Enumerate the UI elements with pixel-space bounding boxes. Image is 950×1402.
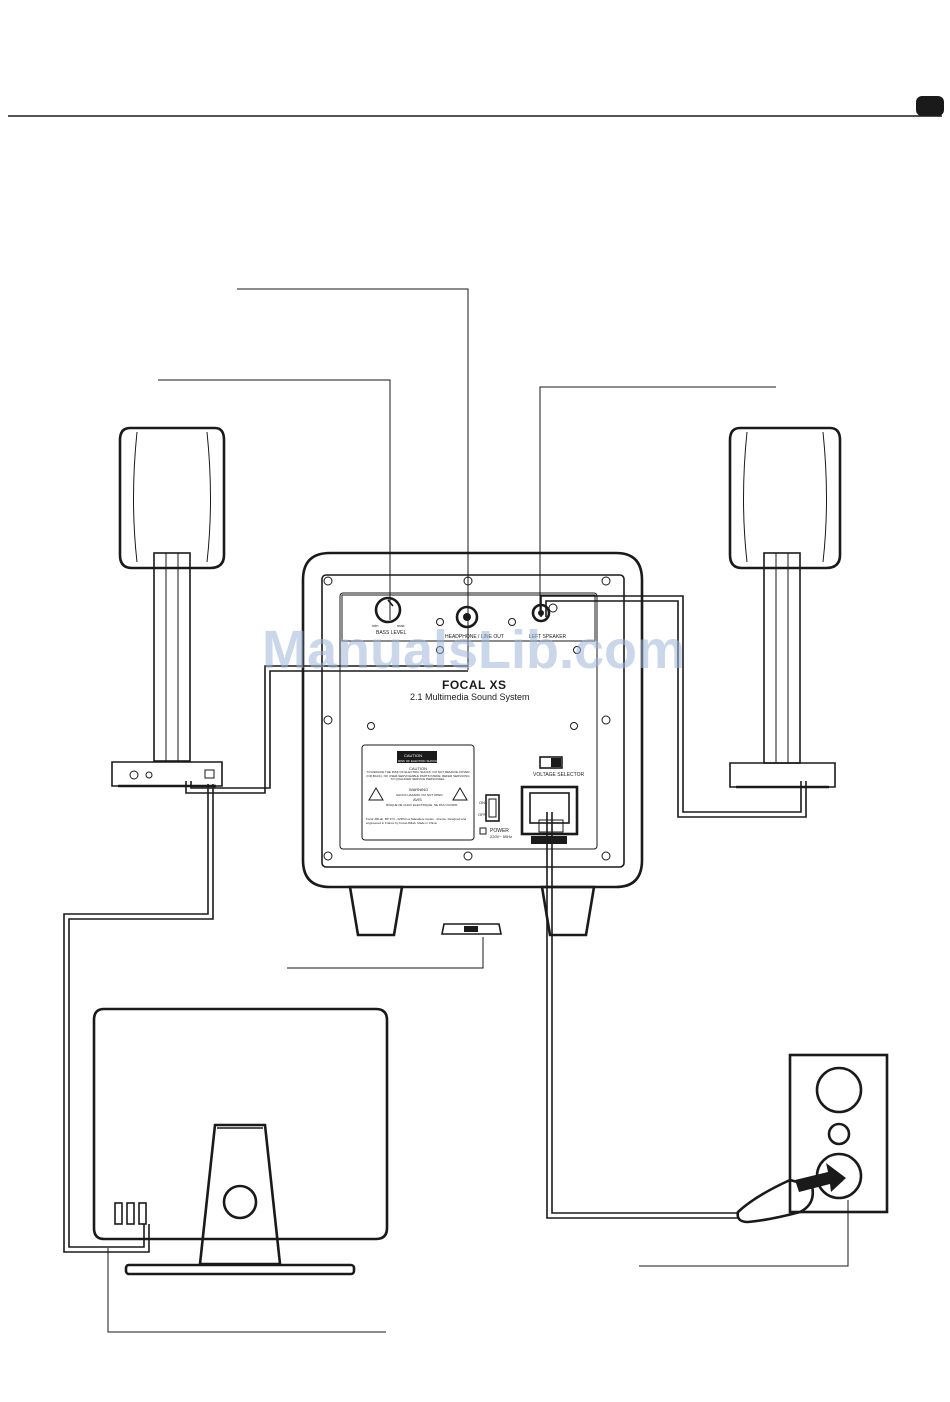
shock-hazard-icon xyxy=(368,787,384,801)
brand-title: FOCAL XS xyxy=(442,678,506,692)
cables xyxy=(63,595,807,1253)
caution-heading: CAUTION xyxy=(409,766,427,771)
subwoofer: BASS LEVEL min max HEADPHONE / LINE OUT … xyxy=(301,551,644,937)
caution-label-plate xyxy=(361,744,475,841)
callout-computer-line xyxy=(107,1248,386,1333)
avis-text: RISQUE DE CHOC ELECTRIQUE. NE PAS OUVRIR… xyxy=(386,803,458,807)
page-tab xyxy=(916,96,944,116)
power-plug xyxy=(736,1178,815,1224)
voltage-selector-switch[interactable] xyxy=(539,756,563,769)
power-on-label: ON xyxy=(479,800,485,805)
left-speaker-jack-icon xyxy=(129,770,139,780)
power-label: POWER xyxy=(490,828,509,834)
caution-text: TO REDUCE THE RISK OF ELECTRIC SHOCK, DO… xyxy=(366,771,470,782)
power-switch[interactable] xyxy=(485,794,500,822)
subwoofer-foot-right xyxy=(540,885,596,937)
bass-level-knob[interactable] xyxy=(374,596,402,624)
power-off-label: OFF xyxy=(478,812,487,817)
power-socket[interactable] xyxy=(520,785,579,836)
computer-monitor xyxy=(92,1007,389,1276)
caution-title: CAUTION xyxy=(404,753,422,758)
caution-sub: RISK OF ELECTRIC SHOCK DO NOT OPEN xyxy=(398,759,459,763)
maker-text: Focal JMLab. BP 374 - 42353 La Talaudièr… xyxy=(366,818,467,825)
wall-outlet xyxy=(788,1053,889,1214)
warning-text: SHOCK HAZARD. DO NOT OPEN. xyxy=(396,793,443,797)
callout-headphone-line xyxy=(237,288,469,670)
watermark: ManualsLib.com xyxy=(262,620,685,680)
right-satellite-speaker xyxy=(728,426,842,789)
brand-subtitle: 2.1 Multimedia Sound System xyxy=(410,692,530,702)
control-panel xyxy=(341,594,596,642)
headphone-jack[interactable] xyxy=(455,605,479,629)
monitor-stand-hole xyxy=(222,1184,258,1220)
subwoofer-foot-left xyxy=(348,885,404,937)
left-speaker-label: LEFT SPEAKER xyxy=(529,634,567,640)
warning-title: WARNING xyxy=(409,787,428,792)
left-satellite-speaker xyxy=(111,426,226,788)
attention-icon xyxy=(452,787,468,801)
remote-volume-control[interactable] xyxy=(441,923,502,935)
computer-ports xyxy=(114,1202,147,1225)
bass-min-label: min xyxy=(372,623,378,628)
callout-remote-line xyxy=(287,937,484,969)
headphone-label: HEADPHONE / LINE OUT xyxy=(445,634,504,640)
power-spec: 220V~ 50Hz xyxy=(490,834,512,839)
voltage-selector-label: VOLTAGE SELECTOR xyxy=(533,772,585,778)
avis-title: AVIS xyxy=(413,797,422,802)
callout-left-speaker-line xyxy=(539,386,776,615)
bass-max-label: max xyxy=(397,623,405,628)
callout-bass-level-line xyxy=(158,379,391,620)
bass-level-label: BASS LEVEL xyxy=(376,630,407,636)
panel-screws xyxy=(323,576,611,861)
callout-outlet-line xyxy=(639,1200,849,1267)
